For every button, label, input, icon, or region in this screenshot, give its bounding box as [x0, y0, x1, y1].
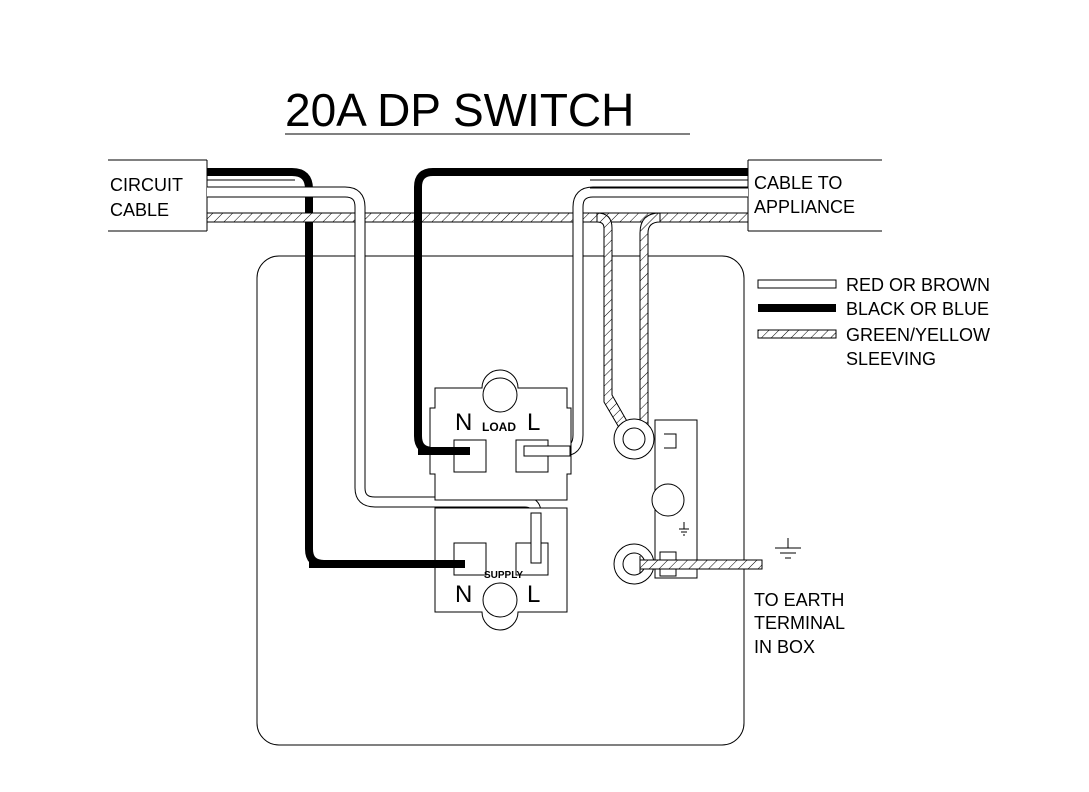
legend-green-yellow-label-1: GREEN/YELLOW	[846, 325, 990, 345]
appliance-cable-label-2: APPLIANCE	[754, 197, 855, 217]
page-title: 20A DP SWITCH	[285, 84, 634, 136]
legend-swatch-red	[757, 279, 837, 289]
legend-green-yellow-label-2: SLEEVING	[846, 349, 936, 369]
supply-terminal-block	[434, 507, 568, 631]
earth-clamp-strip	[613, 418, 698, 585]
red-wire-supply	[207, 186, 542, 560]
supply-caption: SUPPLY	[484, 570, 523, 581]
earth-symbol-icon	[775, 538, 801, 559]
appliance-cable-box: CABLE TO APPLIANCE	[747, 159, 882, 232]
circuit-cable-label-2: CABLE	[110, 200, 169, 220]
switch-plate	[256, 255, 745, 746]
load-terminal-block	[429, 369, 572, 501]
legend: RED OR BROWN BLACK OR BLUE GREEN/YELLOW …	[757, 275, 990, 369]
earth-note-line-1: TO EARTH	[754, 590, 844, 610]
appliance-cable-label-1: CABLE TO	[754, 173, 842, 193]
earth-clamp-symbol-icon	[679, 522, 689, 536]
legend-red-label: RED OR BROWN	[846, 275, 990, 295]
earth-note-line-2: TERMINAL	[754, 613, 845, 633]
supply-neutral-label: N	[455, 581, 472, 608]
load-neutral-label: N	[455, 409, 472, 436]
legend-swatch-black	[758, 304, 836, 312]
terminal-wire-ends	[309, 445, 571, 568]
earth-note-line-3: IN BOX	[754, 637, 815, 657]
supply-live-label: L	[527, 581, 540, 608]
earth-lead	[639, 556, 763, 573]
earth-sleeving	[596, 212, 661, 437]
legend-swatch-green-yellow	[757, 329, 837, 339]
load-caption: LOAD	[482, 420, 516, 434]
load-live-label: L	[527, 409, 540, 436]
circuit-cable-box: CIRCUIT CABLE	[108, 159, 208, 232]
circuit-cable-label-1: CIRCUIT	[110, 175, 183, 195]
legend-black-label: BLACK OR BLUE	[846, 299, 989, 319]
